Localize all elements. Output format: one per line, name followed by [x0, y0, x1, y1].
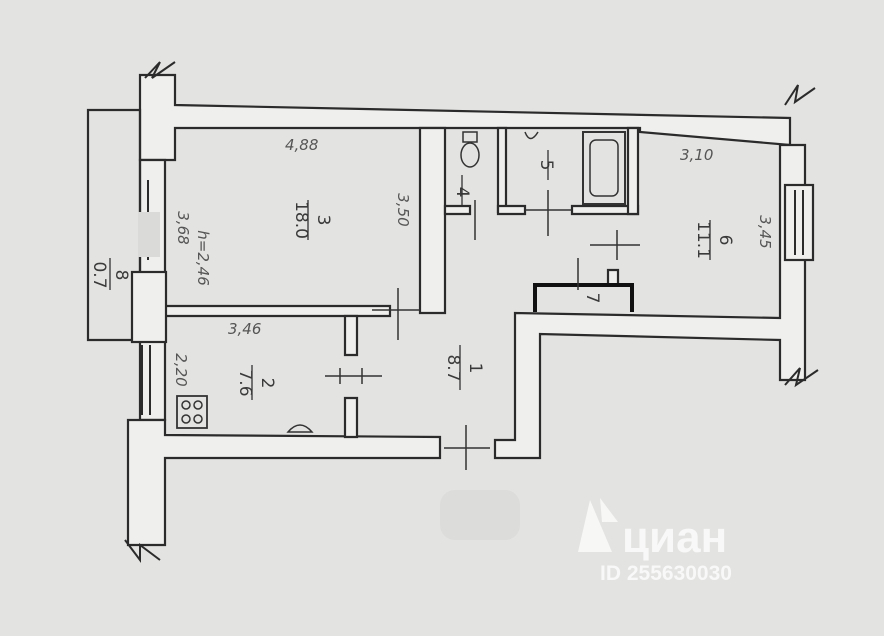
room-3-area: 18.0 — [291, 201, 311, 239]
room-8-label: 8 0.7 — [89, 258, 131, 290]
smudge — [440, 490, 520, 540]
windows — [130, 180, 815, 415]
room-1-number: 1 — [465, 363, 485, 374]
room-7-number: 7 — [582, 293, 602, 304]
kitchen-sink-icon — [286, 424, 314, 433]
dim-room6-width: 3,10 — [680, 146, 713, 164]
room-3-number: 3 — [313, 215, 333, 226]
toilet-icon — [460, 131, 480, 168]
dim-room2-width: 3,46 — [228, 320, 261, 338]
room-2-number: 2 — [257, 378, 277, 389]
dim-room2-depth: 2,20 — [172, 353, 190, 386]
stove-icon — [176, 395, 208, 429]
bathtub-icon — [582, 131, 626, 205]
room-6-number: 6 — [715, 235, 735, 246]
listing-id: ID 255630030 — [600, 562, 732, 585]
room-5-number: 5 — [536, 160, 556, 171]
dim-ceiling-height: h=2,46 — [194, 230, 212, 285]
interior-walls — [163, 126, 640, 439]
closet-7-outline — [533, 283, 634, 312]
break-marks — [124, 61, 819, 563]
smudge — [138, 212, 160, 257]
room-3-label: 3 18.0 — [291, 200, 333, 240]
room-1-label: 1 8.7 — [443, 345, 485, 390]
room-6-label: 6 11.1 — [693, 220, 735, 260]
room-1-area: 8.7 — [443, 354, 463, 381]
sink-icon — [524, 131, 539, 140]
cian-watermark: циан ID 255630030 — [578, 498, 732, 585]
dim-room6-depth: 3,45 — [756, 215, 774, 248]
room-8-number: 8 — [111, 270, 131, 281]
door-markers — [325, 190, 640, 470]
room-2-label: 2 7.6 — [235, 365, 277, 400]
cian-brand: циан — [622, 513, 727, 562]
room-8-area: 0.7 — [89, 261, 109, 288]
room-6-area: 11.1 — [693, 221, 713, 259]
room-2-area: 7.6 — [235, 369, 255, 396]
dim-room3-width: 4,88 — [285, 136, 318, 154]
dim-room3-depth: 3,68 — [174, 211, 192, 244]
cian-logo-icon — [578, 498, 618, 552]
dim-room3-side: 3,50 — [394, 193, 412, 226]
